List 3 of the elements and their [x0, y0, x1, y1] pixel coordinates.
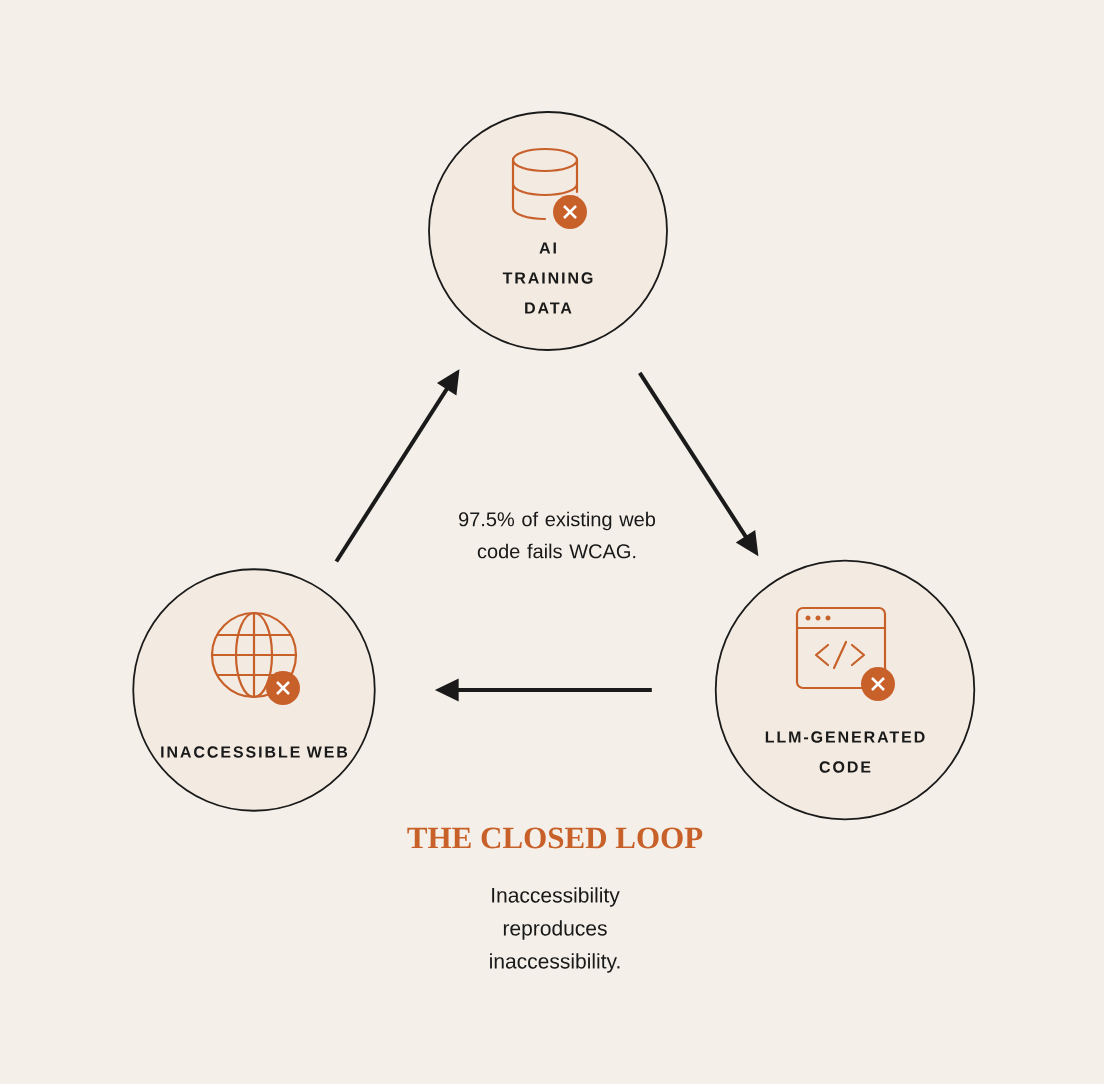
- caption-text: Inaccessibility reproduces inaccessibility.: [490, 887, 620, 973]
- annotation-text: 97.5% of existing web code fails WCAG.: [459, 511, 656, 559]
- title-text: THE CLOSED LOOP: [407, 827, 703, 849]
